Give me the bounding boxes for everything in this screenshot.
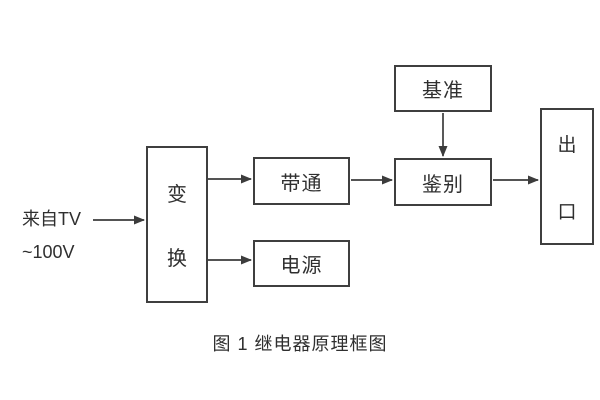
block-outlet: 出 口 [540,108,594,245]
block-outlet-char-2: 口 [557,201,577,223]
block-bandpass: 带通 [253,157,350,205]
block-transform: 变 换 [146,146,208,303]
block-transform-char-1: 变 [167,184,187,206]
source-label-line1: 来自TV [22,209,82,229]
figure-caption: 图 1 继电器原理框图 [212,334,388,354]
block-transform-char-2: 换 [167,248,187,270]
block-power: 电源 [253,240,350,287]
source-label: 来自TV ~100V [22,203,81,269]
block-bandpass-label: 带通 [280,172,323,195]
block-power-label: 电源 [280,255,323,277]
block-reference: 基准 [394,65,492,112]
block-outlet-char-1: 出 [557,134,577,156]
block-reference-label: 基准 [422,80,464,102]
source-label-line2: ~100V [22,242,75,262]
block-discriminator-label: 鉴别 [422,173,464,196]
block-discriminator: 鉴别 [394,158,492,206]
